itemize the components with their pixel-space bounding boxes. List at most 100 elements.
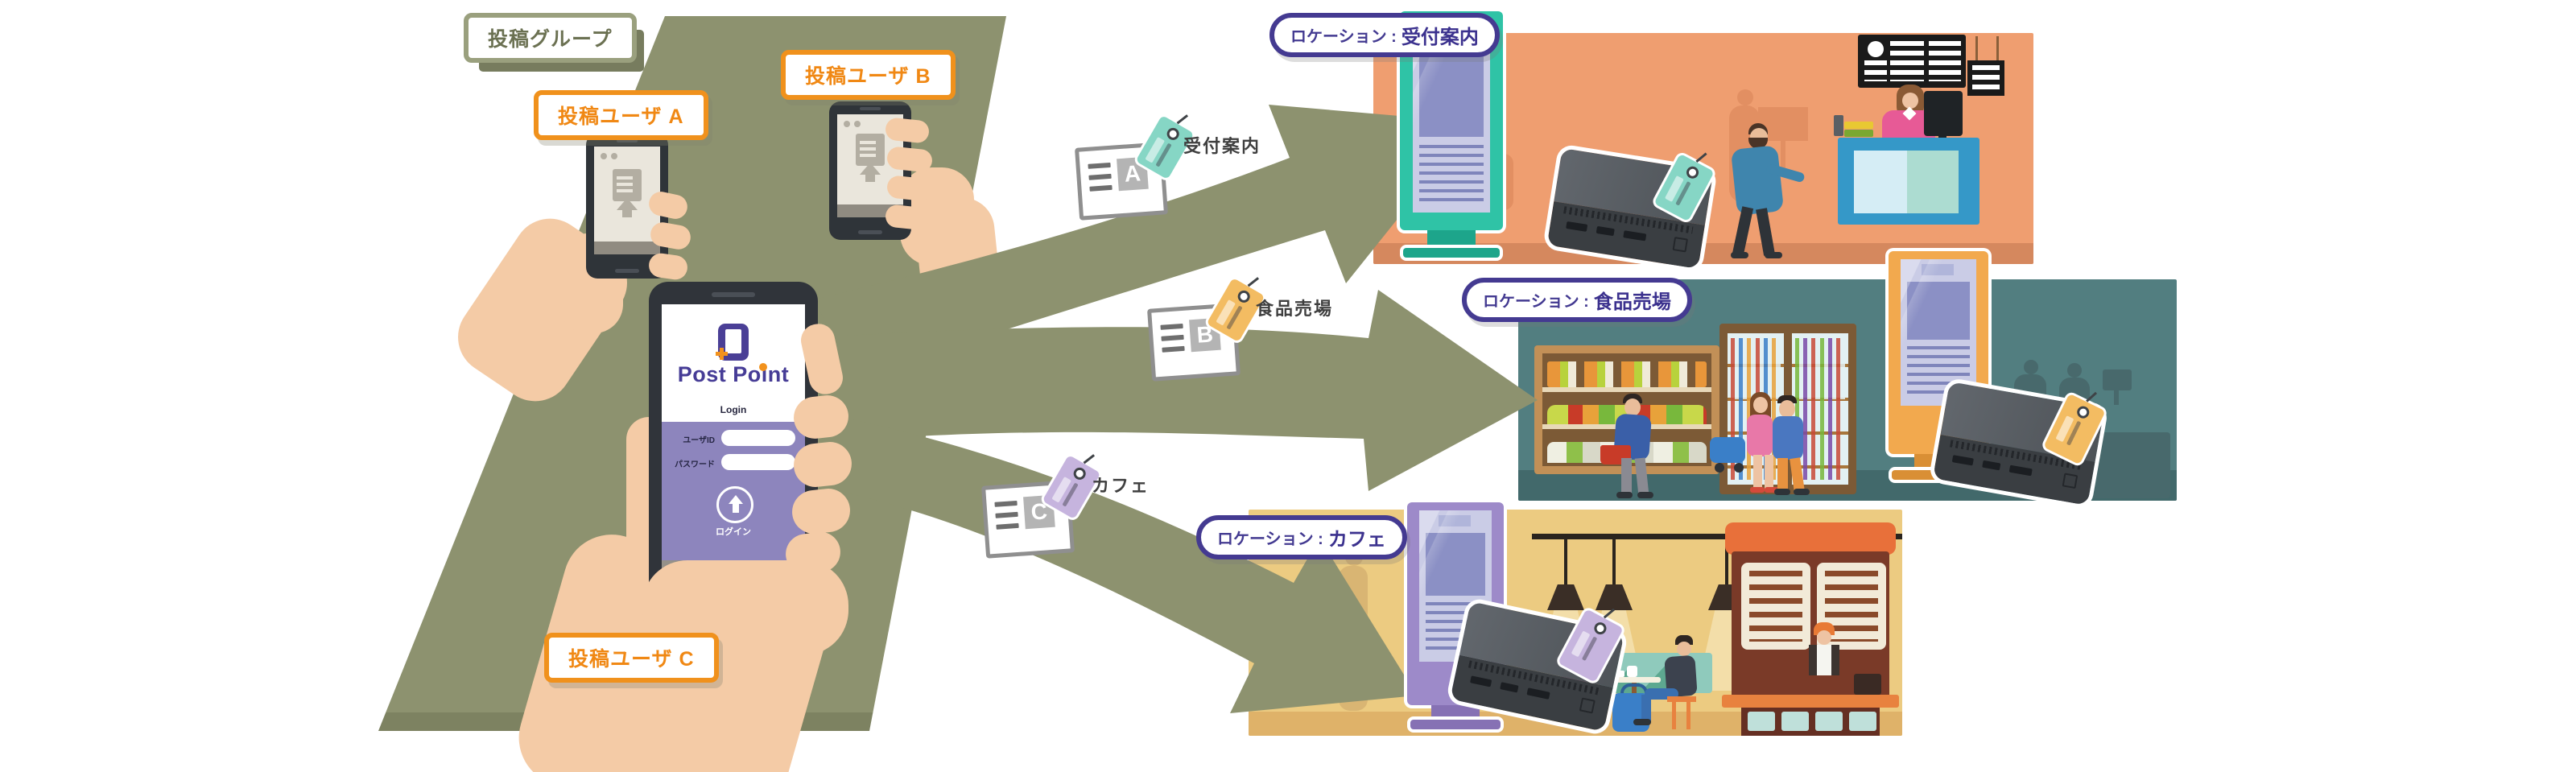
doc-line [860,154,876,157]
kiosk-neck [1431,705,1480,720]
menu-board-text [1864,60,1887,81]
cafe-man-shoe [1633,719,1651,725]
up-arrow-icon [617,198,638,210]
app-icon-plus [716,352,728,356]
kiosk-neck [1427,230,1476,248]
group-label: 投稿グループ [464,13,637,63]
desk-panel-left [1854,151,1907,213]
kiosk-screen [1419,510,1492,662]
location-label-cafe: ロケーション : カフェ [1196,515,1407,559]
phone-speaker [617,139,638,142]
silhouette-register [2103,369,2132,390]
binder [1844,130,1873,137]
logo-orange-dot [759,363,767,371]
phone-speaker [860,107,881,110]
usb-port [1623,230,1647,242]
man-head [1779,400,1795,418]
light-cord [1725,539,1728,586]
cafe-stool [1667,696,1696,702]
hanging-board-wire [1996,36,1999,62]
card-textline [1161,334,1184,341]
card-textline [1162,345,1185,353]
phone-home-bar [615,269,639,273]
desk-panel-right [1907,151,1959,213]
phone-speaker [712,292,755,297]
silhouette-customer-head [2067,363,2082,378]
location-prefix: ロケーション : [1483,293,1589,311]
man-hair [1777,395,1797,403]
silhouette-sign-post [1781,141,1785,173]
post-point-app-icon [716,324,749,361]
card-textline [1089,184,1113,192]
cart-wheel [1734,463,1744,473]
post-point-app-screen: Post Point Login ユーザID パスワード ログイン HITACH… [662,304,805,572]
silhouette-register-pole [2114,390,2119,405]
cart [1710,437,1745,463]
user-b-label: 投稿ユーザ B [781,50,956,100]
hdmi-port [1982,460,2001,471]
kiosk-screen-gloss [1901,259,1976,406]
shopper-leg [1621,458,1632,495]
user-c-label: 投稿ユーザ C [544,633,719,683]
woman-face [1753,397,1768,413]
card-textline [1160,323,1183,330]
shelf-unit [1534,345,1719,474]
location-prefix: ロケーション : [1290,28,1397,46]
upload-arrow-icon [729,495,743,504]
usb-port [2008,464,2033,477]
up-arrow-icon [860,163,881,175]
cafe-stool-leg [1672,702,1676,729]
cafe-counter-top [1722,695,1899,708]
silhouette-person-body [1339,566,1368,711]
card-textline [1088,162,1111,169]
content-tag-label-a: 受付案内 [1183,136,1261,156]
password-field [721,454,795,470]
shopper-shoe [1637,492,1653,498]
content-tag-label-b: 食品売場 [1256,299,1334,319]
walking-man-shoe [1731,252,1748,258]
woman-leg [1765,455,1773,490]
usb-port [1526,687,1550,700]
cafe-cabinet [1741,708,1880,736]
man-shoe [1774,489,1790,495]
doc-line [860,147,876,151]
shelf-bottles [1547,361,1707,387]
lamp-shade [1596,584,1633,610]
location-label-food: ロケーション : 食品売場 [1462,278,1692,322]
card-textline [1088,173,1112,180]
fridge-drinks [1795,338,1845,480]
hanging-board [1967,60,2004,96]
light-cord [1612,539,1616,586]
login-button-label: ログイン [716,527,751,537]
espresso-machine [1854,674,1881,695]
user-id-field [721,430,795,446]
user-id-label: ユーザID [683,436,715,445]
up-arrow-stem [865,174,875,182]
doc-line [617,189,633,192]
kiosk-screen-header [1922,264,1954,275]
woman-leg [1753,455,1762,490]
signal-dots-icon [601,153,607,159]
hdmi-port [1951,455,1974,466]
receptionist-face [1902,93,1918,109]
location-label-reception: ロケーション : 受付案内 [1269,13,1500,57]
light-rail [1532,534,1902,539]
doc-line [617,176,633,180]
upload-arrow-stem [733,504,739,513]
cafe-teapot [1627,666,1637,677]
kiosk-base [1410,720,1501,729]
cafe-man-face [1677,642,1691,656]
barista-vest [1809,645,1817,675]
login-heading: Login [720,404,747,415]
user-a-label: 投稿ユーザ A [534,90,708,140]
upload-document-icon [611,169,643,217]
kiosk-screen-image [1426,533,1485,596]
signage-kiosk-food [1889,251,1988,485]
power-port [2062,473,2079,489]
phone-a-screen [594,147,660,254]
menu-board-text [1890,41,1924,81]
hdmi-port [1596,225,1615,237]
hdmi-port [1566,221,1588,232]
app-icon-page [725,329,741,353]
binder [1844,122,1873,129]
